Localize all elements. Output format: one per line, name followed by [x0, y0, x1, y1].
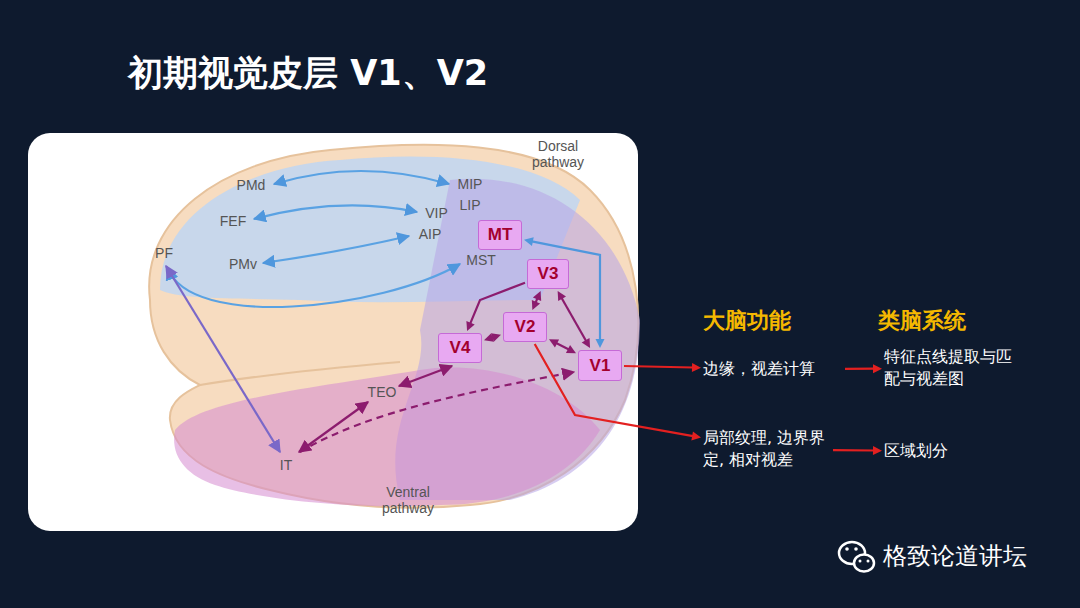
area-box: V3 [527, 259, 569, 289]
icon-bubble [854, 555, 874, 572]
area-label: MIP [453, 176, 487, 192]
arrowhead [484, 333, 494, 342]
pathway-label: Ventral pathway [370, 484, 446, 516]
icon-dot [867, 560, 870, 563]
dashed-pathway [300, 372, 574, 452]
icon-dot [845, 547, 849, 551]
area-label: FEF [214, 213, 252, 229]
area-label: VIP [420, 205, 453, 221]
arrowhead [596, 339, 605, 348]
area-name: V2 [515, 317, 536, 337]
function-text: 边缘，视差计算 [703, 358, 843, 380]
area-label: LIP [453, 197, 487, 213]
area-box: V1 [578, 350, 622, 381]
arrowhead [466, 321, 474, 331]
connector [484, 333, 501, 342]
area-label: MST [463, 252, 499, 268]
area-box: V2 [503, 312, 547, 342]
connector-line [562, 298, 587, 341]
area-name: V4 [450, 338, 471, 358]
icon-dot [854, 547, 858, 551]
function-label: 局部纹理, 边界界定, 相对视差 [703, 427, 831, 472]
connector-line [624, 366, 693, 368]
connector [532, 291, 541, 310]
icon-bubble [839, 542, 865, 564]
area-label: PMv [224, 256, 262, 272]
connector-line [535, 344, 693, 436]
system-text: 区域划分 [884, 440, 984, 462]
arrowhead [532, 300, 540, 310]
pathway-arrow [166, 266, 280, 452]
connector [549, 339, 576, 353]
arrowhead [533, 291, 541, 301]
column-heading: 大脑功能 [703, 306, 791, 336]
area-label: IT [275, 457, 297, 473]
function-label: 边缘，视差计算 [703, 358, 843, 380]
area-label: TEO [363, 384, 401, 400]
arrowhead [524, 237, 534, 246]
wechat-icon [839, 542, 874, 572]
area-label: PF [151, 245, 177, 261]
slide-title: 初期视觉皮层 V1、V2 [128, 50, 488, 97]
pathway-arrow [274, 171, 449, 184]
pathway-arrow [399, 366, 452, 386]
arrowhead [873, 364, 882, 373]
connector [833, 446, 882, 455]
connector [535, 344, 701, 440]
arrowhead [692, 363, 701, 372]
connector-line [845, 368, 874, 370]
area-box: MT [478, 220, 522, 250]
figure-panel [28, 133, 638, 531]
pathway-arrow [168, 264, 460, 307]
area-box: V4 [438, 333, 482, 363]
connector [558, 291, 590, 348]
system-label: 特征点线提取与匹配与视差图 [884, 346, 1020, 391]
area-name: V1 [590, 356, 611, 376]
column-heading: 类脑系统 [878, 306, 966, 336]
pathway-arrow [299, 402, 368, 452]
function-text: 局部纹理, 边界界定, 相对视差 [703, 427, 831, 472]
pathway-arrow [254, 205, 417, 219]
arrowhead [549, 339, 559, 347]
area-name: V3 [538, 264, 559, 284]
arrowhead [873, 446, 882, 455]
area-label: PMd [232, 177, 270, 193]
area-label: AIP [413, 226, 447, 242]
arrowhead [558, 291, 566, 301]
icon-dot [859, 560, 862, 563]
connector-line [833, 449, 874, 452]
connector [845, 364, 882, 373]
connector [624, 363, 701, 372]
arrowhead [566, 345, 576, 353]
system-text: 特征点线提取与匹配与视差图 [884, 346, 1020, 391]
arrowhead [691, 432, 701, 441]
system-label: 区域划分 [884, 440, 984, 462]
area-name: MT [488, 225, 513, 245]
watermark: 格致论道讲坛 [883, 540, 1027, 572]
arrowhead [582, 338, 590, 348]
pathway-arrow [263, 236, 409, 263]
pathway-label: Dorsal pathway [522, 138, 594, 170]
connector-line [556, 343, 569, 350]
